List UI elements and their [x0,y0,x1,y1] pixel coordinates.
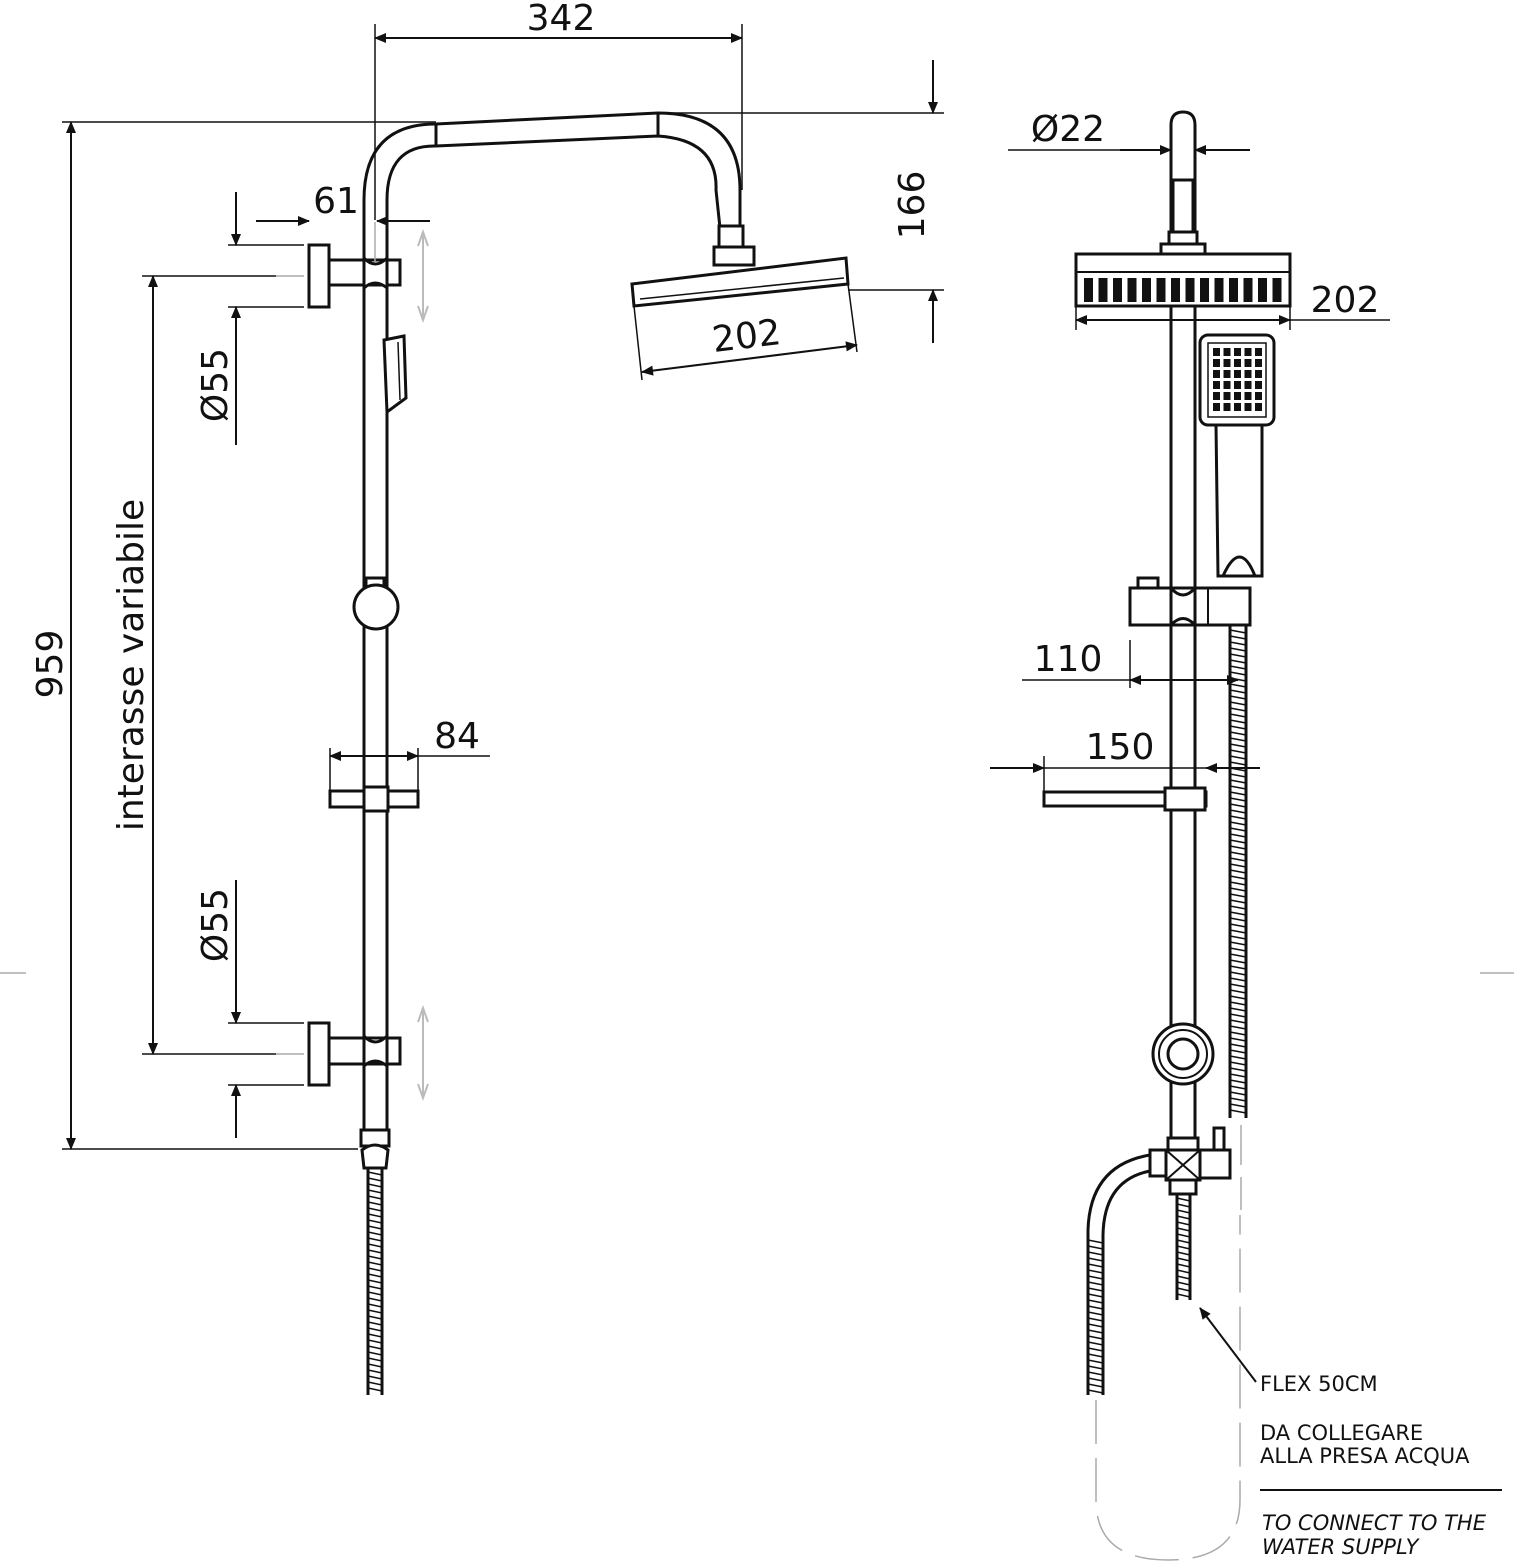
dim-bracket-spacing: interasse variabile [111,275,276,1055]
hand-nozzle [1255,370,1262,378]
side-slider-knob [352,576,400,631]
dim-202-side-label: 202 [710,312,783,361]
hand-nozzle [1234,381,1241,389]
hand-nozzle [1213,370,1220,378]
front-view: Ø22 202 110 150 FLEX 50CM [990,109,1502,1561]
hand-nozzle [1234,392,1241,400]
hand-nozzle [1244,403,1252,411]
head-nozzle-slot [1142,278,1151,302]
hand-nozzle [1244,348,1252,356]
side-wall-bracket-bottom [307,1005,429,1101]
hand-nozzle [1255,359,1262,367]
dim-bracket-bottom: Ø55 [195,880,304,1138]
front-hand-shower [1198,333,1276,578]
head-nozzle-slot [1185,278,1195,302]
dim-bracket-top: Ø55 [195,192,304,445]
hand-nozzle [1255,392,1262,400]
dim-150-label: 150 [1086,727,1155,768]
hand-nozzle [1223,392,1231,400]
side-hose [359,1128,391,1395]
front-flex-supply [1175,1194,1192,1300]
side-soap-dish [328,785,420,813]
dim-342-label: 342 [527,0,596,39]
hand-nozzle [1223,370,1231,378]
front-riser-pipe [1159,110,1207,1140]
front-slider-holder [1128,576,1252,629]
head-nozzle-slot [1214,278,1224,302]
hand-nozzle [1244,359,1252,367]
hand-nozzle [1244,392,1252,400]
side-view: 342 959 166 61 202 [30,0,944,1395]
front-soap-shelf [1042,786,1208,812]
note-english-line1: TO CONNECT TO THE [1262,1511,1487,1535]
hand-nozzle [1223,403,1231,411]
dim-959: 959 [30,121,436,1150]
front-diverter [1148,1126,1232,1196]
hand-nozzle [1234,359,1241,367]
head-nozzle-slot [1098,278,1108,302]
dim-pipe-diameter-label: Ø22 [1031,109,1105,150]
head-nozzle-slot [1200,278,1209,302]
head-nozzle-slot [1084,278,1093,302]
dim-202-front-label: 202 [1311,280,1380,321]
dim-61-label: 61 [313,181,359,222]
dim-bracket-bottom-label: Ø55 [195,888,236,962]
hand-nozzle [1244,381,1252,389]
hand-nozzle [1223,348,1231,356]
dim-pipe-diameter: Ø22 [1008,109,1250,155]
hand-nozzle [1223,381,1231,389]
front-main-hose [1086,1153,1241,1561]
head-nozzle-slot [1127,278,1137,302]
hand-nozzle [1234,370,1241,378]
dim-84: 84 [329,716,490,790]
head-nozzle-slot [1243,278,1253,302]
dim-202-front: 202 [1075,280,1390,330]
hand-nozzle [1255,403,1262,411]
side-wall-bracket-top [307,229,429,323]
dim-342: 342 [374,0,743,220]
dim-bracket-top-label: Ø55 [195,348,236,422]
hand-nozzle [1234,403,1241,411]
dim-166: 166 [658,60,944,343]
hand-nozzle [1213,381,1220,389]
dim-110-label: 110 [1034,639,1103,680]
supply-notes: FLEX 50CM DA COLLEGARE ALLA PRESA ACQUA … [1199,1307,1502,1559]
side-hand-shower [382,334,408,415]
dim-959-label: 959 [30,630,71,699]
head-nozzle-slot [1258,278,1267,302]
head-nozzle-slot [1272,278,1282,302]
dim-202-side: 202 [633,283,858,381]
hand-nozzle [1255,348,1262,356]
head-nozzle-slot [1229,278,1238,302]
hand-nozzle [1213,403,1220,411]
dim-61: 61 [256,181,430,262]
front-rain-head [1074,252,1292,308]
hand-nozzle [1234,348,1241,356]
spacing-label: interasse variabile [111,499,152,831]
head-nozzle-slot [1156,278,1166,302]
dim-166-label: 166 [892,171,933,240]
hand-nozzle [1213,392,1220,400]
note-italian-line2: ALLA PRESA ACQUA [1260,1444,1470,1468]
front-hand-hose [1228,625,1248,1210]
hand-nozzle [1223,359,1231,367]
hand-nozzle [1213,359,1220,367]
note-italian-line1: DA COLLEGARE [1260,1421,1423,1445]
hand-nozzle [1244,370,1252,378]
dim-84-label: 84 [434,716,480,757]
dim-110: 110 [1022,639,1239,688]
dim-150: 150 [990,727,1260,792]
note-english-line2: WATER SUPPLY [1262,1535,1421,1559]
front-wall-bracket [1151,1022,1215,1086]
head-nozzle-slot [1113,278,1122,302]
note-flex: FLEX 50CM [1260,1372,1378,1396]
hand-nozzle [1213,348,1220,356]
head-nozzle-slot [1171,278,1180,302]
hand-nozzle [1255,381,1262,389]
